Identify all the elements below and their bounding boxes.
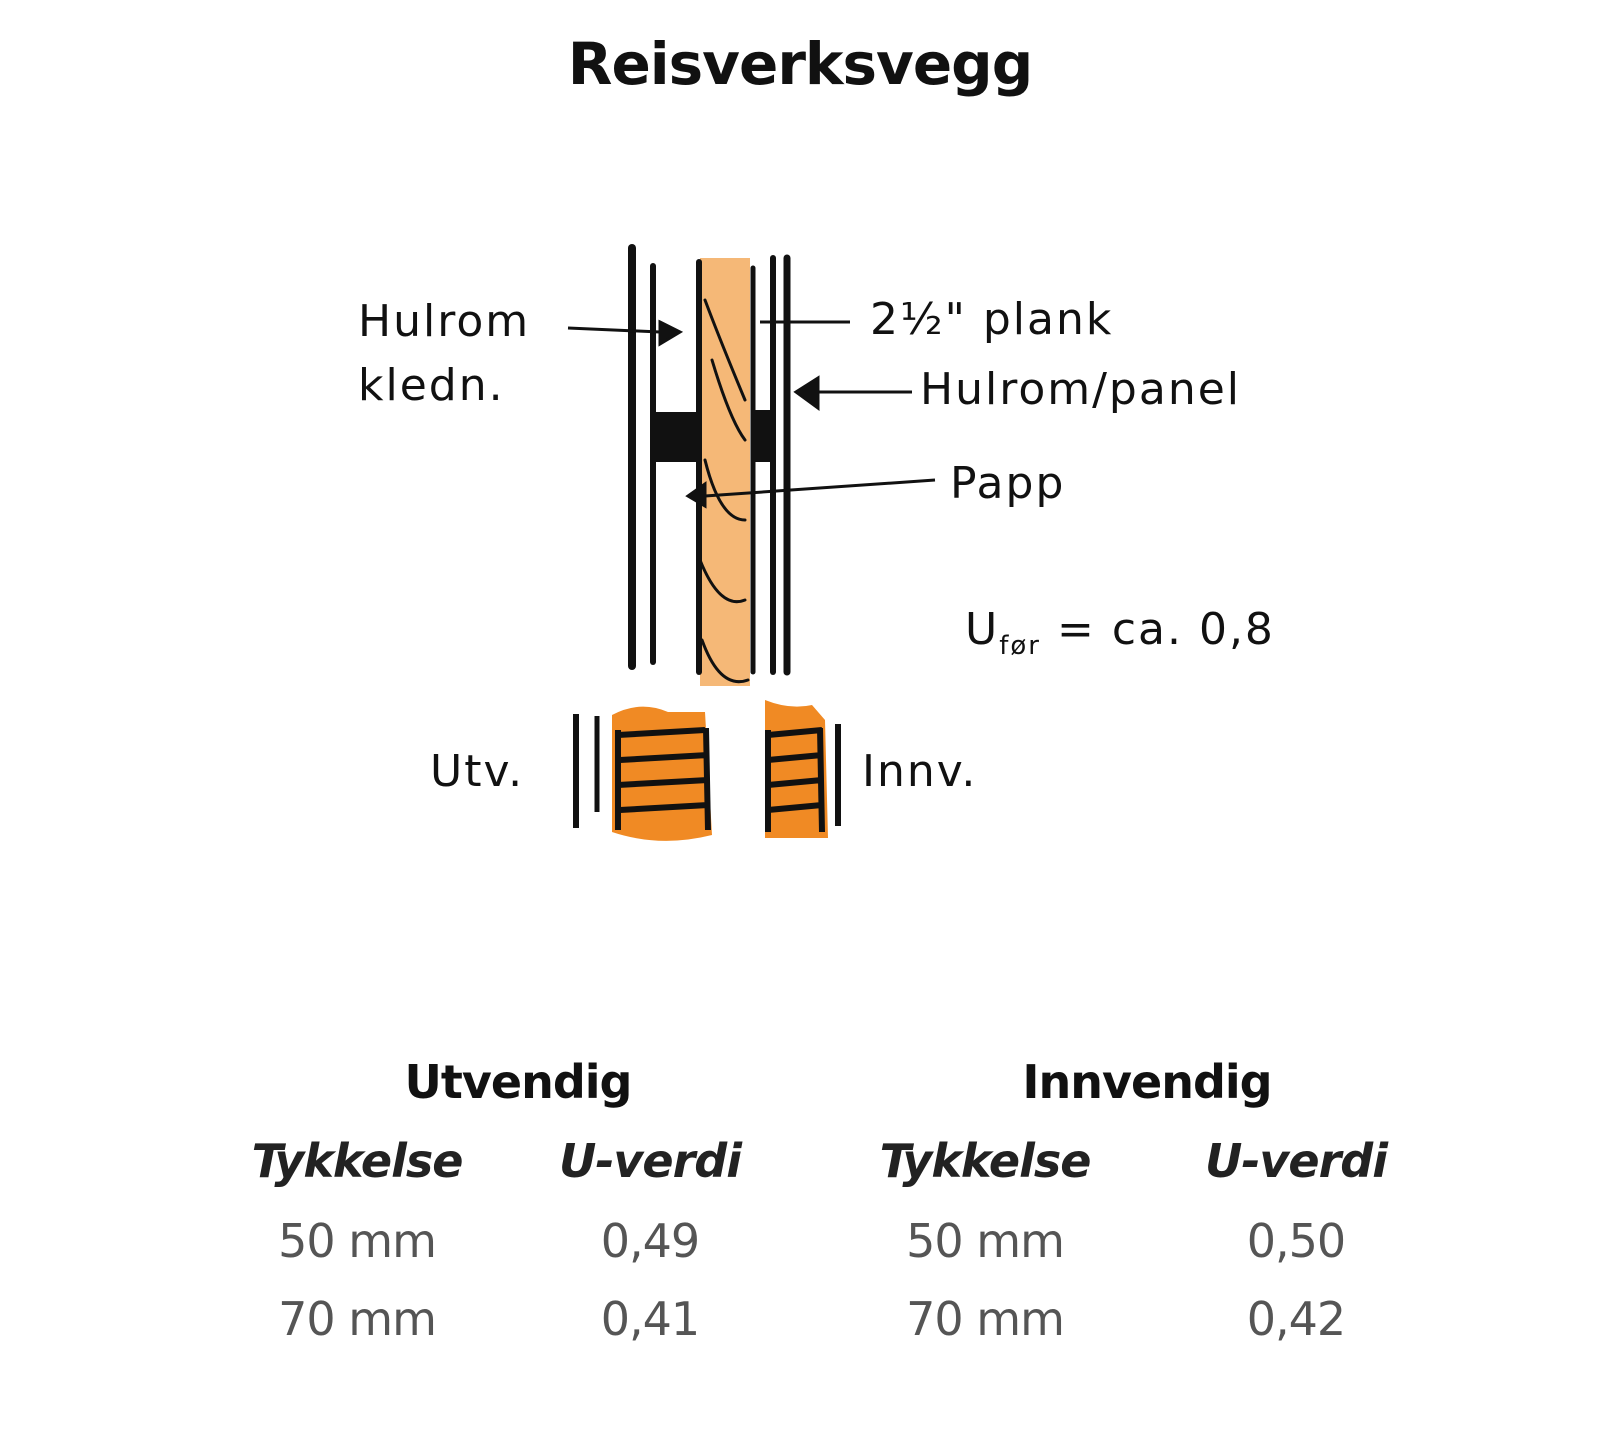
table-cell: 0,49 — [600, 1214, 700, 1268]
label-hulrom-panel: Hulrom/panel — [920, 364, 1241, 415]
label-plank: 2½" plank — [870, 294, 1114, 345]
table-cell: 50 mm — [278, 1214, 437, 1268]
column-header: U-verdi — [1204, 1134, 1388, 1188]
batten — [652, 412, 700, 462]
table-cell: 70 mm — [278, 1292, 437, 1346]
label-u-value: Ufør = ca. 0,8 — [965, 604, 1275, 661]
wood-grain — [698, 298, 750, 683]
column-header: U-verdi — [558, 1134, 742, 1188]
leader-lines — [567, 319, 936, 509]
table-cell: 70 mm — [906, 1292, 1065, 1346]
exterior-insulation — [612, 706, 712, 841]
label-innv: Innv. — [862, 746, 978, 797]
column-header: Tykkelse — [879, 1134, 1092, 1188]
table-cell: 0,50 — [1246, 1214, 1346, 1268]
column-header: Tykkelse — [251, 1134, 464, 1188]
u-subscript: før — [999, 630, 1041, 661]
diagram-title: Reisverksvegg — [567, 30, 1033, 98]
table-heading: Utvendig — [404, 1055, 633, 1109]
table-heading: Innvendig — [1022, 1055, 1272, 1109]
u-value: = ca. 0,8 — [1056, 604, 1275, 655]
insulation-detail — [573, 700, 841, 841]
batten-right — [753, 410, 775, 462]
u-symbol: U — [965, 604, 1000, 655]
label-hulrom: Hulrom — [358, 296, 531, 347]
label-utv: Utv. — [430, 746, 525, 797]
table-cell: 0,42 — [1246, 1292, 1346, 1346]
label-kledn: kledn. — [358, 360, 505, 411]
table-cell: 50 mm — [906, 1214, 1065, 1268]
table-cell: 0,41 — [600, 1292, 700, 1346]
label-papp: Papp — [950, 458, 1066, 509]
wall-layers — [628, 244, 791, 686]
